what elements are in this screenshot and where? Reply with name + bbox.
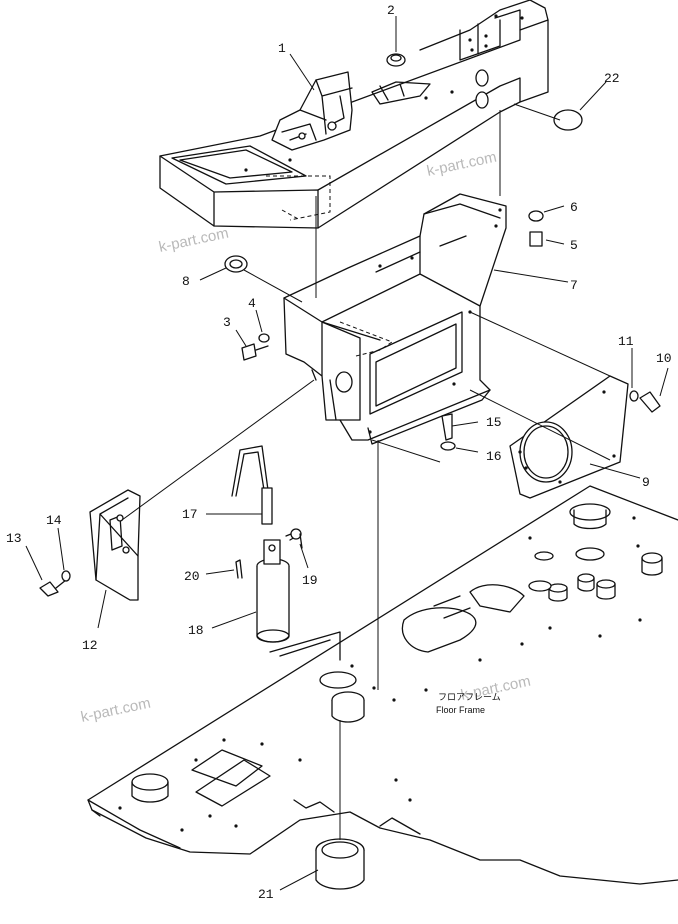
callout-11: 11 bbox=[618, 334, 634, 349]
callout-7: 7 bbox=[570, 278, 578, 293]
callout-numbers: 1 2 3 4 5 6 7 8 9 10 11 12 13 14 15 16 1… bbox=[6, 3, 672, 902]
floor-holes bbox=[118, 516, 642, 832]
callout-19: 19 bbox=[302, 573, 318, 588]
fasteners bbox=[39, 53, 661, 890]
callout-22: 22 bbox=[604, 71, 620, 86]
callout-10: 10 bbox=[656, 351, 672, 366]
callout-9: 9 bbox=[642, 475, 650, 490]
callout-13: 13 bbox=[6, 531, 22, 546]
callout-15: 15 bbox=[486, 415, 502, 430]
leader-lines bbox=[25, 16, 669, 891]
callout-18: 18 bbox=[188, 623, 204, 638]
callout-3: 3 bbox=[223, 315, 231, 330]
callout-2: 2 bbox=[387, 3, 395, 18]
floor-frame bbox=[87, 485, 678, 885]
callout-4: 4 bbox=[248, 296, 256, 311]
cover-plate bbox=[509, 375, 629, 499]
callout-21: 21 bbox=[258, 887, 274, 902]
watermark: k-part.com bbox=[79, 695, 152, 726]
callout-8: 8 bbox=[182, 274, 190, 289]
callout-12: 12 bbox=[82, 638, 98, 653]
callout-1: 1 bbox=[278, 41, 286, 56]
upper-frame bbox=[159, 0, 549, 229]
console-box bbox=[283, 193, 507, 445]
parts-group-17-20 bbox=[231, 445, 341, 661]
callout-6: 6 bbox=[570, 200, 578, 215]
callout-17: 17 bbox=[182, 507, 198, 522]
callout-5: 5 bbox=[570, 238, 578, 253]
floor-frame-label-en: Floor Frame bbox=[436, 705, 485, 715]
callout-20: 20 bbox=[184, 569, 200, 584]
callout-16: 16 bbox=[486, 449, 502, 464]
callout-14: 14 bbox=[46, 513, 62, 528]
watermark: k-part.com bbox=[157, 225, 230, 256]
assembly-lines bbox=[121, 103, 611, 840]
floor-frame-label-jp: フロアフレーム bbox=[438, 692, 501, 702]
bracket bbox=[89, 489, 141, 601]
